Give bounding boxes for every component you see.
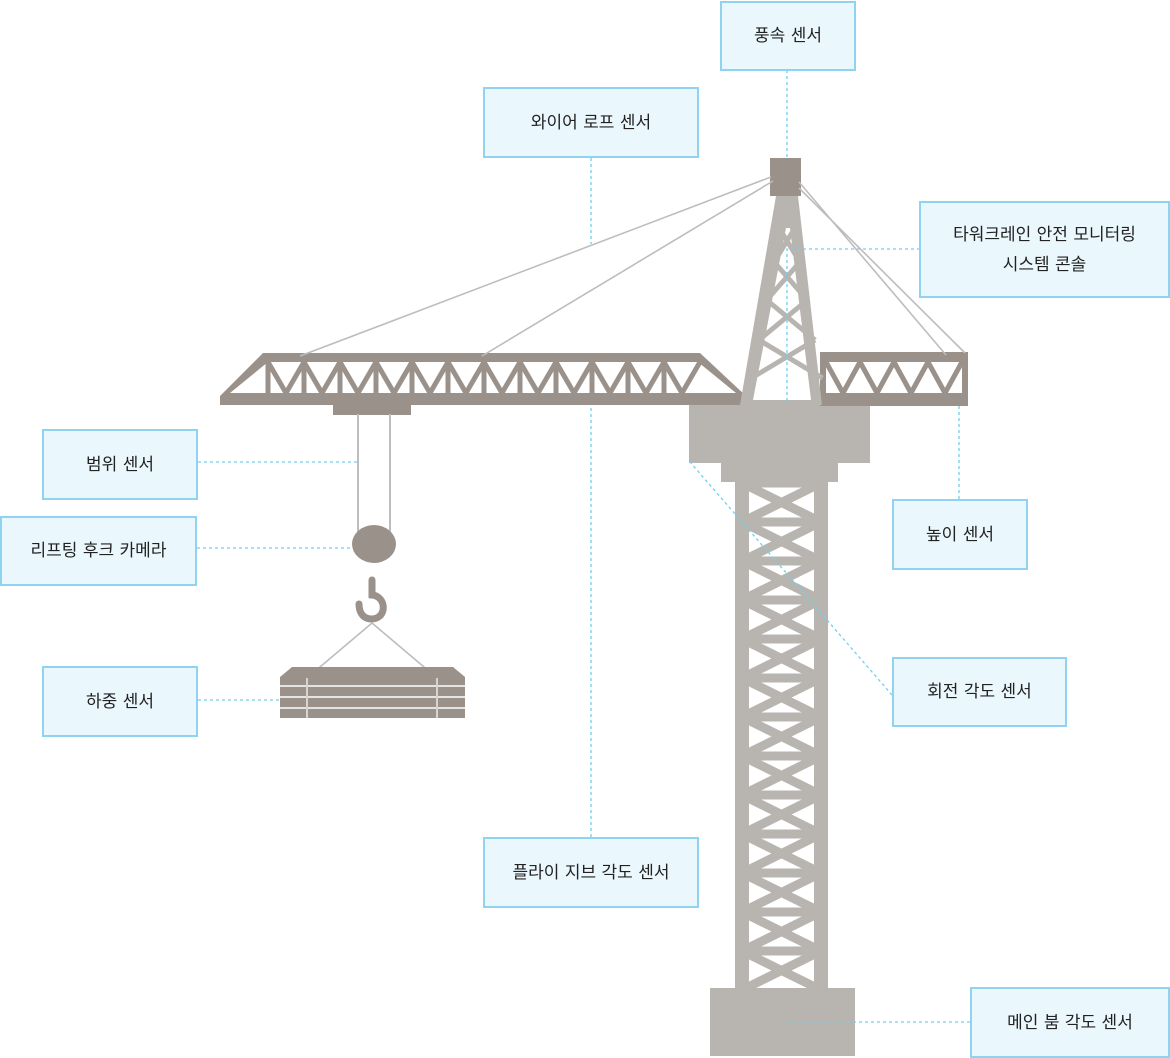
height-sensor-label: 높이 센서 bbox=[926, 524, 994, 545]
monitoring-console-callout[interactable]: 타워크레인 안전 모니터링 시스템 콘솔 bbox=[919, 201, 1170, 298]
jib-web bbox=[499, 360, 523, 395]
leader-lines bbox=[197, 70, 970, 1023]
jib-web bbox=[607, 360, 631, 395]
wind-sensor-callout[interactable]: 풍속 센서 bbox=[720, 1, 856, 71]
jib-web bbox=[643, 360, 667, 395]
wire-rope-sensor-callout[interactable]: 와이어 로프 센서 bbox=[483, 87, 699, 158]
wire-rope-sensor-label: 와이어 로프 센서 bbox=[530, 112, 652, 133]
peak-brace bbox=[765, 298, 817, 342]
mast-brace bbox=[740, 868, 823, 917]
main-boom-angle-sensor-label: 메인 붐 각도 센서 bbox=[1007, 1012, 1133, 1033]
fly-jib-angle-sensor-callout[interactable]: 플라이 지브 각도 센서 bbox=[483, 837, 699, 908]
tower-base bbox=[710, 988, 855, 1056]
counter-jib-web bbox=[942, 360, 965, 395]
mast-brace bbox=[740, 712, 823, 761]
counter-jib-web bbox=[857, 360, 880, 395]
jib-web bbox=[301, 360, 325, 395]
height-sensor-callout[interactable]: 높이 센서 bbox=[892, 499, 1028, 570]
load-sensor-label: 하중 센서 bbox=[86, 691, 154, 712]
radius-sensor-callout[interactable]: 범위 센서 bbox=[42, 429, 198, 500]
counter-jib bbox=[820, 352, 968, 406]
trolley bbox=[333, 404, 411, 415]
counter-jib-web bbox=[908, 360, 931, 395]
leader-console bbox=[786, 248, 920, 404]
slewing-angle-sensor-label: 회전 각도 센서 bbox=[927, 682, 1032, 702]
peak-brace bbox=[757, 298, 809, 342]
counter-jib-web bbox=[874, 360, 897, 395]
jib-web bbox=[445, 360, 469, 395]
mast-brace bbox=[740, 673, 823, 722]
tower-mast bbox=[735, 478, 828, 995]
jib-web bbox=[427, 360, 451, 395]
mast-brace bbox=[740, 595, 823, 644]
jib-web bbox=[373, 360, 397, 395]
suspended-load bbox=[280, 667, 465, 718]
mast-brace bbox=[740, 946, 823, 995]
mast-brace bbox=[740, 790, 823, 839]
radius-sensor-label: 범위 센서 bbox=[86, 454, 154, 475]
turntable bbox=[689, 405, 870, 463]
jib-web bbox=[463, 360, 487, 395]
peak-brace bbox=[772, 260, 810, 302]
slewing-ring bbox=[721, 462, 838, 482]
peak-brace bbox=[778, 228, 803, 264]
jib-web bbox=[535, 360, 559, 395]
jib-web bbox=[571, 360, 595, 395]
load-sensor-callout[interactable]: 하중 센서 bbox=[42, 666, 198, 737]
mast-brace bbox=[740, 478, 823, 527]
jib-web bbox=[553, 360, 577, 395]
jib-web bbox=[661, 360, 685, 395]
mast-brace bbox=[740, 556, 823, 605]
hook-icon bbox=[355, 576, 387, 623]
peak-brace bbox=[750, 337, 817, 381]
jib-web bbox=[517, 360, 541, 395]
jib-web bbox=[409, 360, 433, 395]
lifting-hook-camera-label: 리프팅 후크 카메라 bbox=[30, 541, 167, 561]
peak-top bbox=[770, 158, 801, 196]
mast-brace bbox=[740, 829, 823, 878]
peak-brace bbox=[771, 228, 796, 264]
jib-web bbox=[679, 360, 703, 395]
counter-jib-web bbox=[840, 360, 863, 395]
hook-block bbox=[352, 525, 396, 563]
peak-brace bbox=[764, 260, 802, 302]
counter-jib-web bbox=[891, 360, 914, 395]
jib-web bbox=[337, 360, 361, 395]
mast-brace bbox=[740, 517, 823, 566]
main-boom-angle-sensor-callout[interactable]: 메인 붐 각도 센서 bbox=[970, 987, 1170, 1058]
jib-web bbox=[265, 360, 289, 395]
counter-jib-web bbox=[823, 360, 846, 395]
jib-web bbox=[355, 360, 379, 395]
counter-jib-web bbox=[925, 360, 948, 395]
mast-brace bbox=[740, 751, 823, 800]
jib-truss bbox=[220, 353, 746, 405]
peak-brace bbox=[757, 337, 824, 381]
slewing-angle-sensor-callout[interactable]: 회전 각도 센서 bbox=[892, 657, 1067, 727]
mast-brace bbox=[740, 634, 823, 683]
lifting-hook-camera-callout[interactable]: 리프팅 후크 카메라 bbox=[0, 516, 197, 586]
mast-brace bbox=[740, 907, 823, 956]
console-label-line2: 시스템 콘솔 bbox=[1002, 254, 1087, 275]
pendant-cables bbox=[299, 176, 966, 357]
jib-web bbox=[481, 360, 505, 395]
jib-web bbox=[283, 360, 307, 395]
hoist-ropes bbox=[357, 414, 391, 540]
jib-web bbox=[319, 360, 343, 395]
jib-web bbox=[589, 360, 613, 395]
console-label-line1: 타워크레인 안전 모니터링 bbox=[953, 224, 1136, 245]
jib-web bbox=[625, 360, 649, 395]
wind-sensor-label: 풍속 센서 bbox=[754, 26, 822, 46]
fly-jib-angle-sensor-label: 플라이 지브 각도 센서 bbox=[512, 862, 670, 883]
tower-peak bbox=[740, 196, 824, 405]
jib-web bbox=[391, 360, 415, 395]
